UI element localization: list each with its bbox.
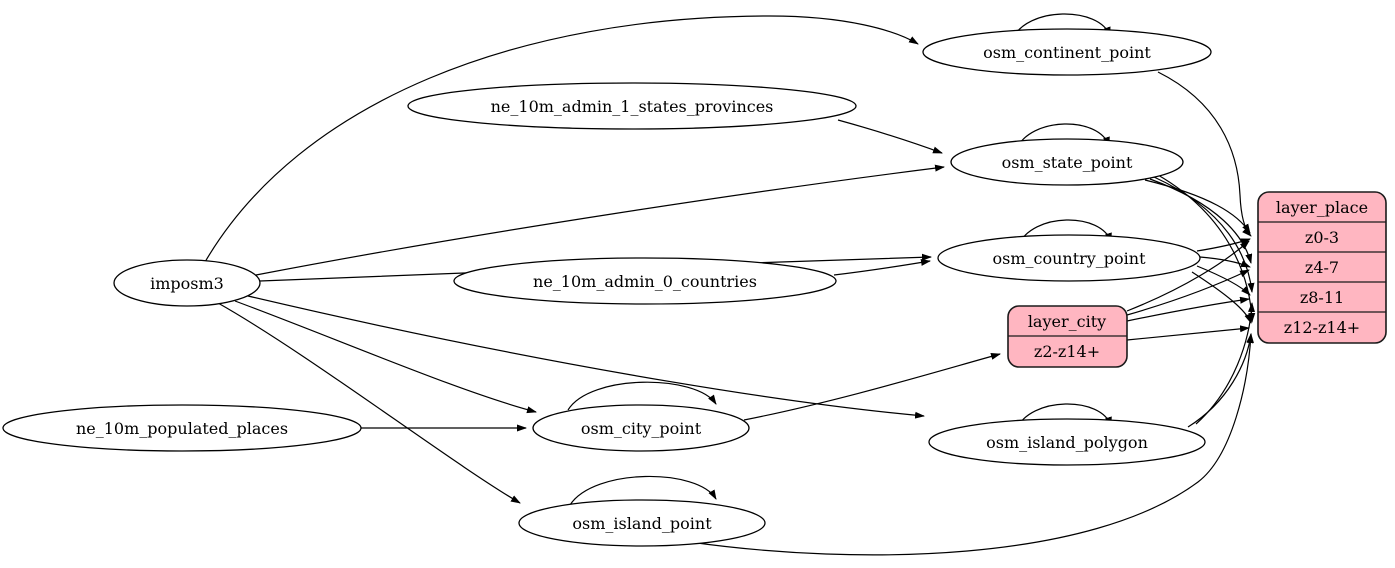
node-osm-state-point: osm_state_point [950, 138, 1184, 186]
node-ellipse [937, 234, 1201, 282]
node-ellipse [922, 28, 1212, 76]
node-label: osm_island_point [572, 514, 712, 533]
edge-state-z0-3 [1144, 179, 1251, 234]
node-ne-10m-admin-1-states-provinces: ne_10m_admin_1_states_provinces [407, 82, 857, 130]
edge-layercity-z12-z14 [1126, 325, 1250, 341]
edge-imposm3-islandpolygon [247, 295, 925, 419]
node-imposm3: imposm3 [113, 259, 261, 307]
node-ellipse [453, 257, 837, 305]
node-ellipse [407, 82, 857, 130]
node-osm-island-point: osm_island_point [518, 499, 766, 547]
node-label: imposm3 [150, 274, 224, 293]
node-ne-10m-populated-places: ne_10m_populated_places [2, 404, 362, 452]
node-label: osm_state_point [1002, 153, 1133, 172]
node-osm-continent-point: osm_continent_point [922, 28, 1212, 76]
record-row: z0-3 [1305, 228, 1339, 247]
node-ellipse [928, 418, 1206, 466]
node-osm-country-point: osm_country_point [937, 234, 1201, 282]
edge-islandpoint-z12-z14 [689, 333, 1254, 556]
record-row: z4-7 [1305, 258, 1339, 277]
record-box [1257, 191, 1387, 344]
edge-state-z4-7 [1149, 178, 1253, 264]
edge-islandpolygon-z12-z14 [1187, 333, 1254, 428]
self-loop-city [567, 381, 717, 411]
self-loop-islandpoint [569, 475, 717, 506]
node-label: osm_island_polygon [986, 433, 1148, 452]
edge-islandpolygon-z8-11 [1195, 302, 1256, 425]
edge-layercity-z8-11 [1126, 296, 1250, 322]
edge-imposm3-state [255, 164, 945, 276]
node-label: osm_country_point [992, 249, 1146, 268]
edge-imposm3-city [234, 300, 537, 414]
edge-imposm3-islandpoint [217, 302, 521, 504]
record-title: layer_city [1028, 312, 1106, 331]
record-row: z2-z14+ [1034, 342, 1100, 361]
edge-country-z8-11 [1196, 265, 1251, 296]
edge-country-z12-z14 [1191, 271, 1252, 324]
node-ellipse [2, 404, 362, 452]
record-layer-place: layer_place z0-3 z4-7 z8-11 z12-z14+ [1257, 191, 1387, 344]
node-ellipse [950, 138, 1184, 186]
edge-country-z0-3 [1196, 238, 1251, 252]
node-label: osm_city_point [581, 419, 702, 438]
node-osm-island-polygon: osm_island_polygon [928, 418, 1206, 466]
edge-state-z8-11 [1153, 176, 1255, 293]
record-row: z12-z14+ [1284, 318, 1360, 337]
node-label: ne_10m_populated_places [76, 419, 288, 438]
node-label: ne_10m_admin_1_states_provinces [491, 97, 774, 116]
edge-layercity-z0-3 [1126, 240, 1250, 312]
edge-imposm3-continent [204, 15, 919, 263]
edge-ne1-state [837, 119, 943, 154]
record-layer-city: layer_city z2-z14+ [1007, 305, 1128, 368]
edge-country-z4-7 [1199, 256, 1251, 268]
record-title: layer_place [1276, 198, 1368, 217]
edge-ne0-country [833, 259, 931, 276]
node-ellipse [113, 259, 261, 307]
node-label: osm_continent_point [983, 43, 1151, 62]
node-ellipse [518, 499, 766, 547]
edge-city-layercity [743, 353, 1001, 421]
node-ellipse [532, 404, 750, 452]
edge-layercity-z4-7 [1126, 269, 1250, 316]
record-row: z8-11 [1300, 288, 1344, 307]
node-ne-10m-admin-0-countries: ne_10m_admin_0_countries [453, 257, 837, 305]
node-label: ne_10m_admin_0_countries [533, 272, 757, 291]
edge-group [204, 13, 1256, 556]
node-osm-city-point: osm_city_point [532, 404, 750, 452]
